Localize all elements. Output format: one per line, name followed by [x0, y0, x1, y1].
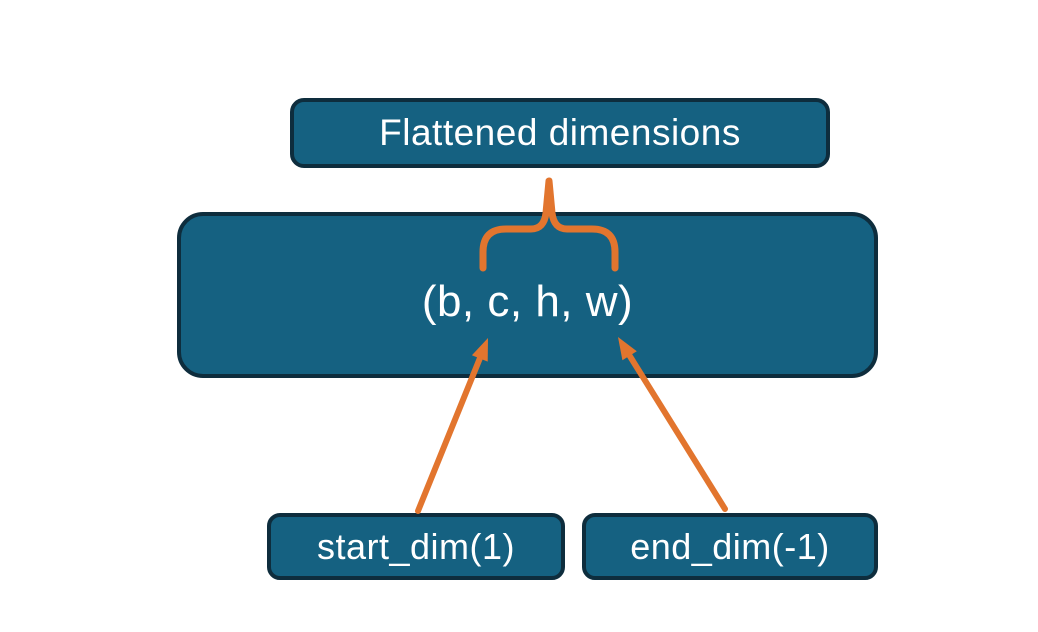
tensor-shape-label: (b, c, h, w): [421, 277, 634, 326]
end-dim-label: end_dim(-1): [630, 525, 830, 567]
flattened-dimensions-box: Flattened dimensions: [290, 98, 830, 168]
start-dim-label: start_dim(1): [316, 525, 516, 567]
flattened-dimensions-label: Flattened dimensions: [379, 112, 741, 153]
end-dim-box: end_dim(-1): [582, 513, 878, 580]
tensor-shape-box: (b, c, h, w): [177, 212, 878, 378]
start-dim-box: start_dim(1): [267, 513, 565, 580]
